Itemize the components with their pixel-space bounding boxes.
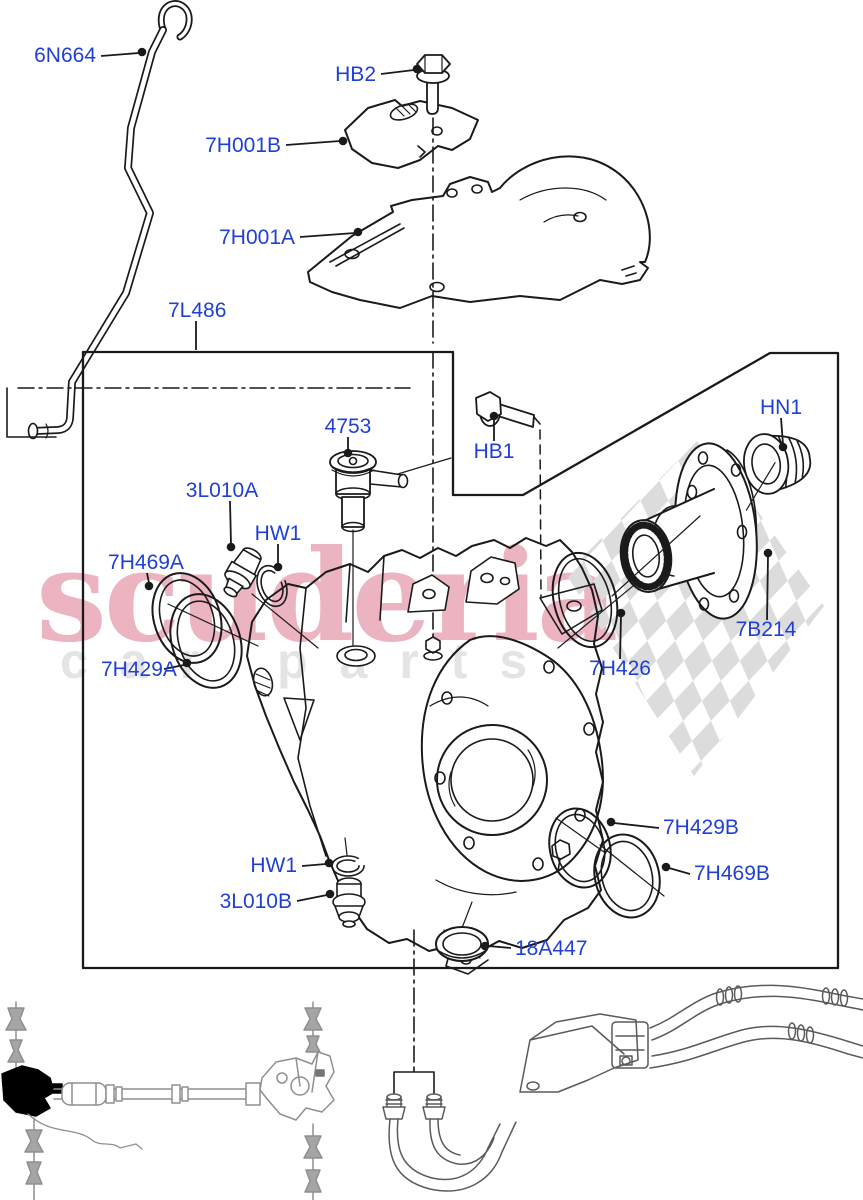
part-label-HB1[interactable]: HB1 <box>474 440 515 463</box>
part-label-4753[interactable]: 4753 <box>325 415 372 438</box>
seal-7H469B-art <box>593 833 661 919</box>
leader-dot-7H469A <box>144 581 154 591</box>
leader-dot-HB1 <box>489 411 499 421</box>
leader-dot-7H001B <box>338 136 348 146</box>
leader-dot-18A447 <box>480 941 490 951</box>
leader-dot-7H429A <box>182 658 192 668</box>
washer-HW1-bottom-art <box>331 855 365 877</box>
leader-dot-7H426 <box>616 608 626 618</box>
seal-7H429A-art <box>169 593 243 689</box>
leader-dot-7H429B <box>606 817 616 827</box>
cooler-pipes-art <box>382 984 863 1192</box>
sensor-4753-art <box>329 450 452 647</box>
part-label-7B214[interactable]: 7B214 <box>736 618 797 641</box>
leader-line-HN1 <box>780 417 784 445</box>
leader-dot-4753 <box>343 448 353 458</box>
watermark-line1: scuderia <box>36 522 616 670</box>
leader-line-3L010A <box>229 500 232 545</box>
leader-line-7H001B <box>285 140 341 146</box>
leader-dot-3L010A <box>226 542 236 552</box>
part-label-7H469B[interactable]: 7H469B <box>694 862 770 885</box>
leader-line-7H469B <box>668 867 691 875</box>
leader-line-18A447 <box>487 945 512 949</box>
part-label-HW1-bottom[interactable]: HW1 <box>250 854 297 877</box>
watermark-line2: car parts <box>60 633 559 689</box>
nut-HN1-art <box>743 433 812 511</box>
plug-3L010B-art <box>332 877 366 928</box>
part-label-7H429B[interactable]: 7H429B <box>663 816 739 839</box>
leader-line-HB2 <box>380 69 415 75</box>
snap-ring-HW1-top-art <box>256 564 288 608</box>
part-label-6N664[interactable]: 6N664 <box>34 44 96 67</box>
part-label-HN1[interactable]: HN1 <box>760 396 802 419</box>
part-label-18A447[interactable]: 18A447 <box>515 937 587 960</box>
heat-shield-7H001B-art <box>344 99 479 169</box>
leader-line-7H426 <box>619 615 622 660</box>
part-label-HB2[interactable]: HB2 <box>335 63 376 86</box>
leader-dot-HN1 <box>778 442 788 452</box>
heat-shield-7H001A-art <box>307 155 651 309</box>
leader-line-7B214 <box>766 555 769 621</box>
part-label-3L010B[interactable]: 3L010B <box>220 890 292 913</box>
leader-line-7H429B <box>613 822 660 829</box>
leader-dot-HW1-bottom <box>324 858 334 868</box>
leader-dot-7H001A <box>353 227 363 237</box>
leader-line-HW1-bottom <box>301 863 327 867</box>
part-label-7H001B[interactable]: 7H001B <box>205 134 281 157</box>
plug-3L010A-art <box>223 547 262 598</box>
leader-dot-HW1-top <box>273 562 283 572</box>
leader-line-7H469A <box>146 572 150 584</box>
part-label-7H426[interactable]: 7H426 <box>589 657 651 680</box>
leader-line-7H001A <box>299 232 356 238</box>
assembly-box-7L486 <box>81 350 840 970</box>
leader-dot-7H469B <box>661 862 671 872</box>
part-label-3L010A[interactable]: 3L010A <box>186 479 258 502</box>
leader-dot-HB2 <box>412 64 422 74</box>
leader-line-6N664 <box>100 52 140 57</box>
leader-dot-6N664 <box>137 47 147 57</box>
part-label-7H469A[interactable]: 7H469A <box>108 551 184 574</box>
seal-7H469A-art <box>151 572 223 664</box>
coupling-7B214-art <box>611 442 758 620</box>
part-label-7H429A[interactable]: 7H429A <box>101 658 177 681</box>
breather-tube-6N664-art <box>27 0 193 440</box>
seal-18A447-art <box>435 926 489 962</box>
part-label-HW1-top[interactable]: HW1 <box>255 522 302 545</box>
bolt-HB1-art <box>475 391 542 599</box>
part-label-7L486[interactable]: 7L486 <box>168 299 226 322</box>
leader-dot-3L010B <box>325 889 335 899</box>
part-label-7H001A[interactable]: 7H001A <box>219 226 295 249</box>
center-axis-line <box>6 117 434 1068</box>
axle-housing-art <box>246 537 604 975</box>
driveline-thumbnail-art <box>1 1001 335 1200</box>
leader-line-3L010B <box>296 894 328 902</box>
bolt-HB2-art <box>416 54 451 115</box>
leader-dot-7B214 <box>763 548 773 558</box>
leader-line-7H429A <box>163 664 185 670</box>
